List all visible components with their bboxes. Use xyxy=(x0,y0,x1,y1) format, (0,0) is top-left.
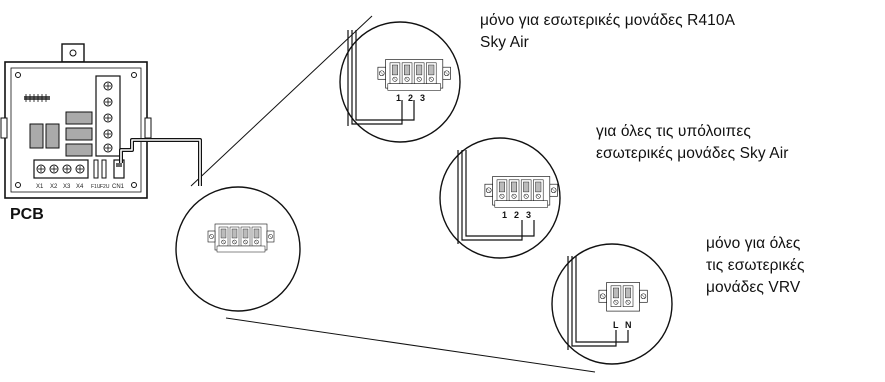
vertical-terminal-block xyxy=(95,75,121,157)
note-line: μόνο για όλες xyxy=(706,235,801,252)
terminal-label-x3: X3 xyxy=(63,184,71,190)
detail-circle-sky-air: 1 2 3 xyxy=(439,137,561,259)
relay xyxy=(29,123,44,149)
ic-chip xyxy=(24,94,50,102)
x-terminal-block: X1 X2 X3 X4 xyxy=(33,159,89,190)
connector-label-cn1: CN1 xyxy=(112,184,125,190)
note-line: τις εσωτερικές xyxy=(706,257,805,274)
note-sky-air: για όλες τις υπόλοιπες εσωτερικές μονάδε… xyxy=(596,121,789,165)
relay xyxy=(65,143,93,157)
fuse-label-f2u: F2U xyxy=(100,184,110,190)
relay xyxy=(65,127,93,141)
pcb-label: PCB xyxy=(10,206,44,223)
zoom-circle-generic xyxy=(175,186,301,312)
terminal-label-n: N xyxy=(625,320,632,330)
terminal-number-1: 1 xyxy=(502,210,507,220)
fuse xyxy=(101,159,107,179)
note-line: μονάδες VRV xyxy=(706,279,801,296)
fuse xyxy=(93,159,99,179)
terminal-label-l: L xyxy=(613,320,619,330)
detail-circle-r410a: 1 2 3 xyxy=(339,21,461,143)
terminal-label-x2: X2 xyxy=(50,184,58,190)
terminal-number-1: 1 xyxy=(396,93,401,103)
cn1-cable xyxy=(119,138,202,186)
relay xyxy=(45,123,60,149)
terminal-number-3: 3 xyxy=(526,210,531,220)
relay xyxy=(65,111,93,125)
detail-circle-vrv: L N xyxy=(551,243,673,365)
note-line: εσωτερικές μονάδες Sky Air xyxy=(596,145,789,162)
terminal-label-x4: X4 xyxy=(76,184,84,190)
terminal-number-3: 3 xyxy=(420,93,425,103)
zoom-cone-lines xyxy=(190,15,596,373)
terminal-number-2: 2 xyxy=(514,210,519,220)
terminal-label-x1: X1 xyxy=(36,184,44,190)
pcb-board: X1 X2 X3 X4 F1U F2U CN1 xyxy=(0,43,152,199)
terminal-number-2: 2 xyxy=(408,93,413,103)
note-vrv: μόνο για όλες τις εσωτερικές μονάδες VRV xyxy=(706,233,805,299)
note-r410a: μόνο για εσωτερικές μονάδες R410A Sky Ai… xyxy=(480,10,735,54)
fuse-label-f1u: F1U xyxy=(91,184,101,190)
note-line: Sky Air xyxy=(480,34,529,51)
note-line: για όλες τις υπόλοιπες xyxy=(596,123,751,140)
note-line: μόνο για εσωτερικές μονάδες R410A xyxy=(480,12,736,29)
